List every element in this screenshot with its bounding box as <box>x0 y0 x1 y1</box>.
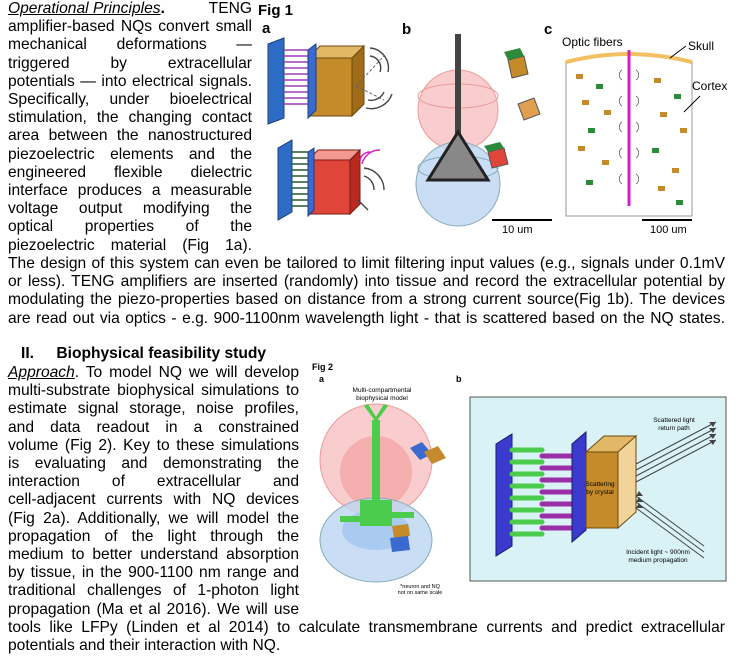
fig2a-biophysical-model: Multi-compartmental biophysical model *n… <box>319 387 446 596</box>
section1-full-line: are read out via optics - e.g. 900-1100n… <box>8 309 725 327</box>
section1-text: Operational Principles. TENG amplifier-b… <box>8 0 252 255</box>
fig1-panel-a: a <box>262 20 271 37</box>
section2-wrapped-line: and data readout in a constrained <box>8 418 299 436</box>
fig2a-model-label-2: biophysical model <box>356 395 408 402</box>
section2-full-lines: tools like LFPy (Linden et al 2014) to c… <box>8 619 725 655</box>
fig1b-neuron-field: 10 um <box>415 34 552 236</box>
fig2b-incident-label-1: Incident light ~ 900nm <box>626 549 690 556</box>
fig2b-scatter-label-2: by crystal <box>586 489 614 496</box>
section1-full-line: The design of this system can even be ta… <box>8 255 725 272</box>
fig2b-return-label-1: Scattered light <box>653 417 695 424</box>
section2-wrapped-line: by tissue, in the 900-1100 nm range and <box>8 564 299 582</box>
section1-wrapped-line: piezoelectric elements and the <box>8 145 252 163</box>
fig1-panel-c: c <box>544 21 552 38</box>
fig2b-return-label-2: return path <box>658 425 690 432</box>
section2-wrapped-line: multi-substrate biophysical simulations … <box>8 382 299 400</box>
fig1c-scale-label: 100 um <box>650 224 687 236</box>
figure-2: Fig 2 a b Multi-compartmental biophysica… <box>312 362 727 596</box>
section2-wrapped-line: interaction of extracellular and <box>8 473 299 491</box>
section1-wrapped-line: interface produces a measurable <box>8 182 252 200</box>
section1-wrapped-line: optical properties of the <box>8 218 252 236</box>
fig1c-nq-dots <box>576 74 687 205</box>
section2-wrapped-line: cell-adjacent currents with NQ devices <box>8 491 299 509</box>
section2-wrapped-line: is evaluating and demonstrating the <box>8 455 299 473</box>
fig1b-scale-label: 10 um <box>502 224 533 236</box>
section2-full-line: tools like LFPy (Linden et al 2014) to c… <box>8 619 725 636</box>
section1-wrapped-line: mechanical deformations — <box>8 36 252 54</box>
section1-wrapped-line: potentials — into electrical signals. <box>8 72 252 90</box>
fig1b-scatter-crystals <box>484 48 541 169</box>
section2-heading: II. Biophysical feasibility study <box>21 345 266 363</box>
section2-approach-label: Approach <box>8 364 75 381</box>
section2-title: Biophysical feasibility study <box>56 345 267 362</box>
section1-wrapped-line: triggered by extracellular <box>8 54 252 72</box>
section1-first-line: Operational Principles. TENG <box>8 0 252 17</box>
section1-full-line: or less). TENG amplifiers are inserted (… <box>8 273 725 291</box>
fig1c-cortex-panel: Optic fibers Skull Cortex 100 um <box>562 35 727 236</box>
fig2a-model-label-1: Multi-compartmental <box>353 387 412 394</box>
section1-wrapped-line: area between the nanostructured <box>8 127 252 145</box>
fig1a-bronze-device <box>267 37 393 125</box>
section2-wrapped-line: propagation of the light through the <box>8 527 299 545</box>
section1-wrapped-line: stimulation, the changing contact <box>8 109 252 127</box>
fig2a-note-2: not on same scale <box>398 590 443 596</box>
fig1c-optic-label: Optic fibers <box>562 35 623 49</box>
section2-wrapped-line: traditional challenges of 1-photon light <box>8 582 299 600</box>
section2-full-line: potentials and their interaction with NQ… <box>8 637 281 655</box>
section2-wrapped-line: Approach. To model NQ we will develop <box>8 364 299 382</box>
fig2-title: Fig 2 <box>312 362 333 372</box>
section1-lead-word: TENG <box>208 0 252 17</box>
section1-full-lines: The design of this system can even be ta… <box>8 255 725 328</box>
fig1-panel-b: b <box>402 21 411 38</box>
section1-full-line: modulating the piezo-properties based on… <box>8 291 725 309</box>
section2-wrapped-line-rest: . To model NQ we will develop <box>74 364 299 381</box>
section1-heading: Operational Principles <box>8 0 161 17</box>
fig2-panel-a: a <box>319 374 325 384</box>
section2-wrapped-line: medium to better understand absorption <box>8 546 299 564</box>
fig2a-note-1: *neuron and NQ <box>400 584 440 590</box>
section2-wrapped-line: (Fig 2a). Additionally, we will model th… <box>8 509 299 527</box>
fig2b-scatter-label-1: Scattering <box>585 481 615 488</box>
fig2b-optical-readout: Scattering by crystal Scattered light re… <box>469 396 727 582</box>
section1-wrapped-line: engineered flexible dielectric <box>8 163 252 181</box>
section2-wrapped-line: volume (Fig 2). Key to these simulations <box>8 436 299 454</box>
section1-wrapped-line: voltage output modifying the <box>8 200 252 218</box>
fig1-title: Fig 1 <box>258 2 293 19</box>
fig1c-skull-label: Skull <box>688 39 714 53</box>
fig1a-red-device <box>277 139 385 221</box>
section2-wrapped-line: propagation (Ma et al 2016). We will use <box>8 600 299 618</box>
section2-wrapped-line: estimate signal storage, noise profiles, <box>8 400 299 418</box>
section1-wrapped-line: Specifically, under bioelectrical <box>8 91 252 109</box>
fig1c-cortex-label: Cortex <box>692 79 727 93</box>
section2-number: II. <box>21 345 34 362</box>
section1-wrapped-line: amplifier-based NQs convert small <box>8 18 252 36</box>
section1-wrapped-line: piezoelectric material (Fig 1a). <box>8 236 252 254</box>
fig2b-incident-label-2: medium propagation <box>628 557 688 564</box>
fig2-panel-b: b <box>456 374 462 384</box>
figure-1: Fig 1 a b c <box>258 2 727 236</box>
